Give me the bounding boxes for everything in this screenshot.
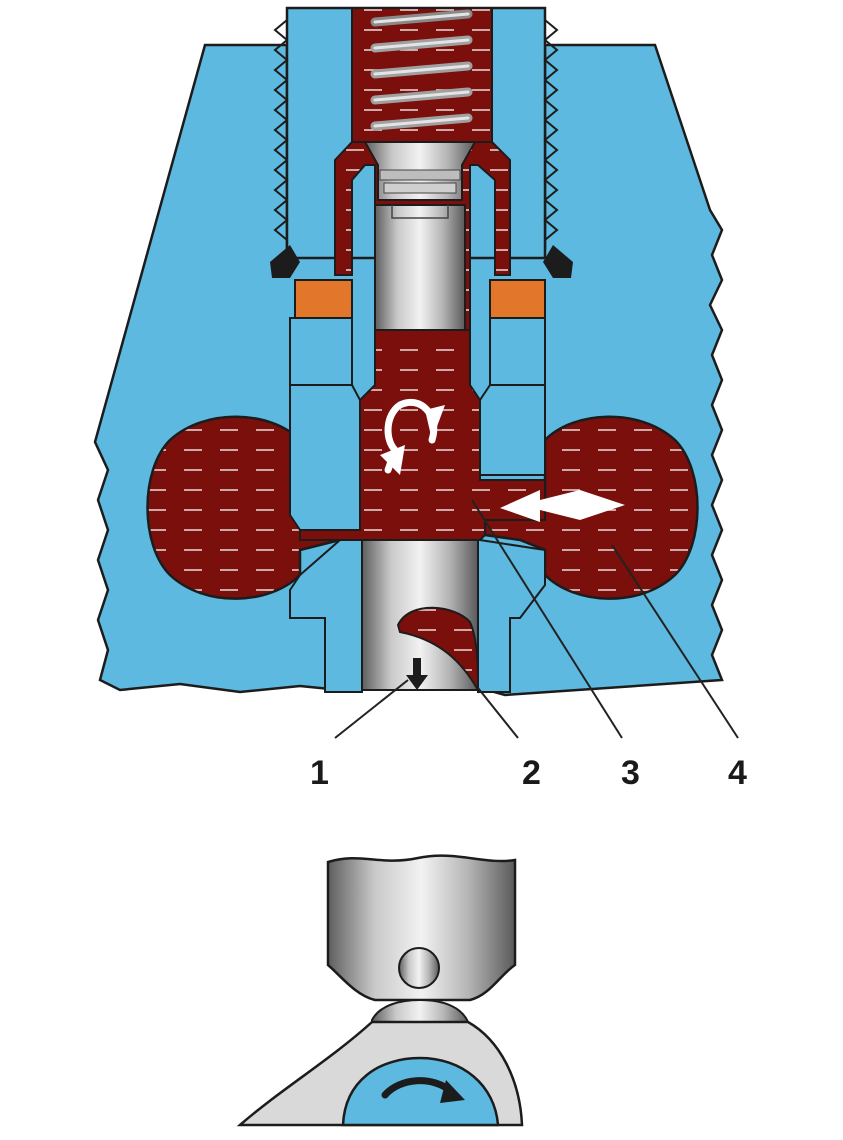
leader-lines [334, 499, 739, 739]
callout-2: 2 [522, 754, 541, 792]
tappet-pin [398, 947, 440, 989]
plunger-down-arrow [406, 658, 428, 690]
barrel-lower [289, 539, 363, 693]
callout-3: 3 [621, 754, 640, 792]
leader-1 [334, 679, 409, 739]
seal-ring-right [543, 245, 573, 278]
thread-right [543, 19, 559, 241]
plunger [361, 539, 480, 694]
callout-4: 4 [728, 754, 747, 792]
spill-flow-arrow [500, 490, 625, 522]
spring-chamber [351, 7, 493, 159]
tappet [326, 854, 517, 1002]
valve-spring [370, 9, 473, 131]
roller [371, 998, 470, 1023]
swirl-arrow-head [425, 405, 445, 440]
delivery-valve [363, 141, 477, 336]
leader-3 [471, 499, 623, 739]
callout-1: 1 [310, 754, 329, 792]
washer-left [294, 279, 353, 319]
camshaft [341, 1056, 500, 1127]
helix-groove [396, 606, 480, 694]
leader-4 [611, 544, 739, 739]
cam-rotation-arrow-head [440, 1080, 465, 1103]
leader-2 [477, 687, 519, 739]
seal-ring-left [270, 245, 300, 278]
thread-left [273, 19, 289, 241]
washer-right [489, 279, 546, 319]
